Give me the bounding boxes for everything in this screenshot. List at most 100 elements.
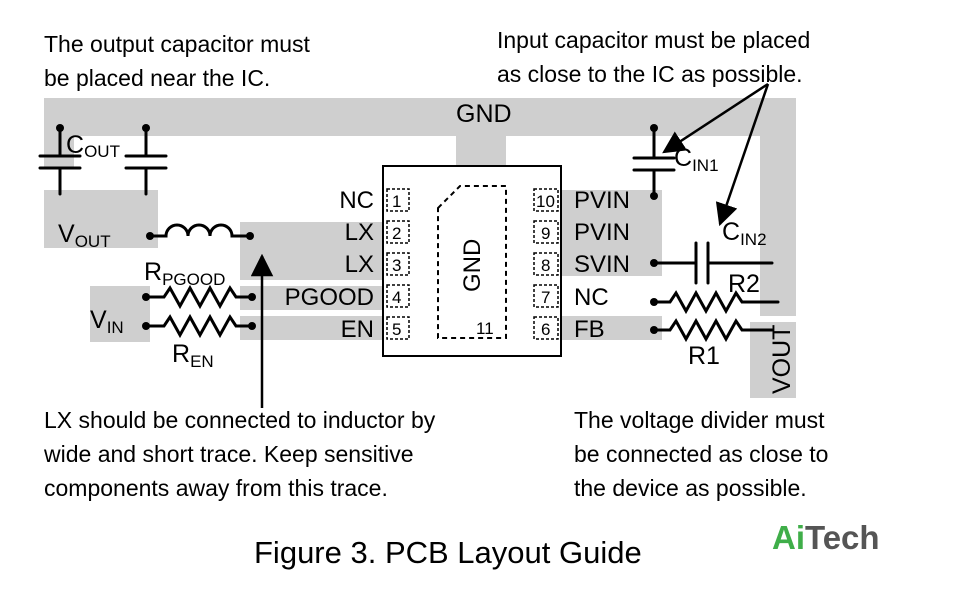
- pin-number: 10: [536, 192, 555, 211]
- gnd-plane-top: [44, 98, 796, 136]
- annotation-notes: The output capacitor must be placed near…: [43, 27, 828, 501]
- terminal-dot: [142, 293, 150, 301]
- pin-number: 8: [541, 256, 550, 275]
- r-en-resistor: [144, 313, 254, 339]
- gnd-label: GND: [456, 100, 512, 128]
- pin-number: 4: [392, 288, 401, 307]
- pin-name: EN: [341, 316, 374, 343]
- cout-capacitor-2: [124, 126, 168, 196]
- pin-box-8: [533, 252, 559, 276]
- pin-number: 3: [392, 256, 401, 275]
- terminal-dot: [650, 259, 658, 267]
- terminal-dot: [650, 124, 658, 132]
- r1-resistor: [652, 317, 774, 343]
- note-output-cap-line-1: The output capacitor must: [44, 31, 311, 57]
- cout-label: COUT: [66, 131, 120, 161]
- terminal-dot: [142, 124, 150, 132]
- note-input-cap-line-1: Input capacitor must be placed: [497, 27, 810, 53]
- pin-number: 7: [541, 288, 550, 307]
- terminal-dot: [56, 124, 64, 132]
- pin-box-7: [533, 284, 559, 308]
- pin-box-6: [533, 316, 559, 340]
- cin1-label: CIN1: [674, 144, 719, 175]
- vout-sense-pad: [750, 322, 796, 398]
- aitech-logo: AiTech: [772, 519, 880, 556]
- note-divider-line-1: The voltage divider must: [574, 407, 825, 433]
- rpgood-label: RPGOOD: [144, 258, 225, 289]
- pin-box-4: [386, 284, 410, 308]
- r-pgood-resistor: [144, 284, 254, 310]
- pin-box-10: [533, 188, 559, 212]
- terminal-dot: [248, 293, 256, 301]
- pin-name: SVIN: [574, 251, 630, 278]
- ic-body: [382, 165, 562, 357]
- pin-name: NC: [574, 284, 609, 311]
- gnd-to-chip: [456, 136, 506, 166]
- pin-box-2: [386, 220, 410, 244]
- figure-title: Figure 3. PCB Layout Guide: [254, 535, 642, 570]
- vin-pad: [90, 286, 150, 342]
- cin2-capacitor: [652, 241, 774, 285]
- terminal-dot: [246, 232, 254, 240]
- pin-number: 2: [392, 224, 401, 243]
- exposed-pad: [437, 185, 507, 339]
- ren-label: REN: [172, 340, 214, 371]
- note-divider-line-3: the device as possible.: [574, 475, 807, 501]
- component-labels: GND COUT VOUT VIN RPGOOD REN CIN1 CIN2 R…: [58, 100, 796, 394]
- left-pins: 1 2 3 4 5 NC LX LX PGOOD EN: [285, 187, 410, 343]
- terminal-dot: [142, 322, 150, 330]
- pgood-trace: [240, 286, 384, 310]
- vout-right-label: VOUT: [768, 325, 796, 394]
- pin-number: 1: [392, 192, 401, 211]
- pin-name: PVIN: [574, 219, 630, 246]
- pin-box-5: [386, 316, 410, 340]
- note-output-cap-line-2: be placed near the IC.: [44, 65, 270, 91]
- inductor: [148, 223, 252, 238]
- terminal-dot: [650, 298, 658, 306]
- schematic-wiring: [38, 126, 780, 343]
- terminal-dot: [650, 192, 658, 200]
- pin-name: NC: [339, 187, 374, 214]
- pin-number: 6: [541, 320, 550, 339]
- fb-trace: [560, 316, 662, 340]
- pin-name: PVIN: [574, 187, 630, 214]
- vout-pad-left: [44, 190, 158, 248]
- terminal-dot: [248, 322, 256, 330]
- note-divider-line-2: be connected as close to: [574, 441, 828, 467]
- terminal-dot: [146, 232, 154, 240]
- exposed-pad-number: 11: [476, 319, 494, 338]
- cin2-label: CIN2: [722, 218, 767, 249]
- note-lx-line-3: components away from this trace.: [44, 475, 388, 501]
- pin-box-1: [386, 188, 410, 212]
- pin-name: LX: [345, 219, 374, 246]
- gnd-plane-right: [760, 98, 796, 316]
- copper-traces: [44, 98, 796, 398]
- vout-left-label: VOUT: [58, 220, 111, 251]
- r2-resistor: [652, 289, 780, 315]
- cout-capacitor-1: [38, 126, 82, 196]
- arrow-to-cin2: [715, 83, 770, 227]
- note-lx-line-2: wide and short trace. Keep sensitive: [43, 441, 413, 467]
- pin-box-3: [386, 252, 410, 276]
- pin-name: FB: [574, 316, 605, 343]
- pin-number: 5: [392, 320, 401, 339]
- chip-gnd-label: GND: [459, 239, 486, 292]
- pin-number: 9: [541, 224, 550, 243]
- terminal-dot: [650, 326, 658, 334]
- note-lx-line-1: LX should be connected to inductor by: [44, 407, 436, 433]
- cin1-capacitor: [632, 126, 676, 198]
- right-pins: 10 9 8 7 6 PVIN PVIN SVIN NC FB: [533, 187, 630, 343]
- annotation-arrows: [250, 82, 770, 408]
- vin-label: VIN: [90, 306, 124, 337]
- pin-name: PGOOD: [285, 284, 374, 311]
- arrow-to-cin1: [662, 82, 769, 154]
- note-input-cap-line-2: as close to the IC as possible.: [497, 61, 803, 87]
- terminal-dots: [56, 124, 658, 334]
- pin-name: LX: [345, 251, 374, 278]
- r1-label: R1: [688, 342, 720, 370]
- r2-label: R2: [728, 270, 760, 298]
- ic-package: GND 11: [382, 165, 562, 357]
- pin-box-9: [533, 220, 559, 244]
- en-trace: [240, 316, 384, 340]
